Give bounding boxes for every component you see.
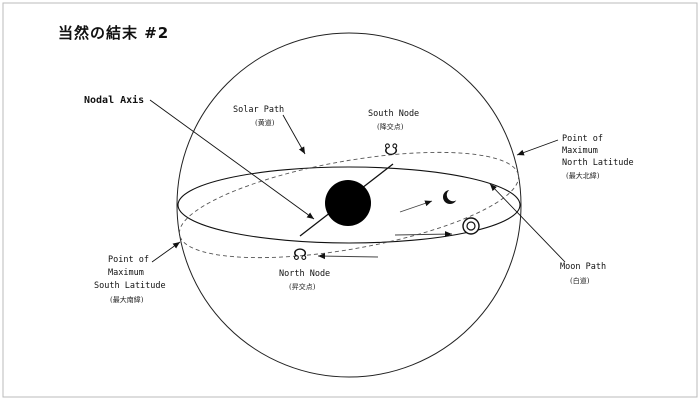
max-north-label-line3: North Latitude bbox=[562, 158, 634, 168]
max-north-label-line2: Maximum bbox=[562, 146, 598, 156]
solar-path-pointer bbox=[282, 114, 306, 155]
motion-arrow-lower bbox=[317, 253, 379, 260]
motion-arrow-upper bbox=[399, 200, 433, 213]
motion-arrow-right bbox=[394, 231, 453, 238]
solar-path-jp-label: (黄道) bbox=[255, 118, 275, 127]
moon-path-ellipse bbox=[178, 151, 520, 259]
moon-path-pointer bbox=[489, 183, 566, 263]
max-south-label-line2: Maximum bbox=[108, 268, 144, 278]
max-north-jp-label: (最大北緯) bbox=[566, 171, 600, 180]
moon-path-jp-label: (白道) bbox=[570, 276, 590, 285]
moon-circle-icon bbox=[462, 217, 480, 235]
max-south-pointer bbox=[151, 241, 181, 263]
earth-disc bbox=[325, 180, 371, 226]
max-north-pointer bbox=[516, 139, 559, 156]
north-node-icon: ☊ bbox=[293, 245, 307, 264]
max-south-label-line1: Point of bbox=[108, 255, 149, 265]
nodal-axis-pointer bbox=[149, 99, 315, 220]
north-node-jp-label: (昇交点) bbox=[289, 282, 316, 291]
nodal-axis-label: Nodal Axis bbox=[84, 94, 144, 106]
max-south-label-line3: South Latitude bbox=[94, 281, 166, 291]
celestial-sphere bbox=[176, 32, 522, 378]
max-south-jp-label: (最大南緯) bbox=[110, 295, 144, 304]
south-node-jp-label: (降交点) bbox=[377, 122, 404, 131]
page-title: 当然の結末 #2 bbox=[58, 24, 169, 42]
solar-path-ellipse bbox=[177, 166, 521, 244]
crescent-moon-icon bbox=[443, 188, 460, 204]
north-node-label: North Node bbox=[279, 269, 330, 279]
south-node-icon: ☋ bbox=[384, 140, 398, 159]
max-north-label-line1: Point of bbox=[562, 134, 603, 144]
south-node-label: South Node bbox=[368, 109, 419, 119]
solar-path-label: Solar Path bbox=[233, 105, 284, 115]
moon-path-label: Moon Path bbox=[560, 262, 606, 272]
